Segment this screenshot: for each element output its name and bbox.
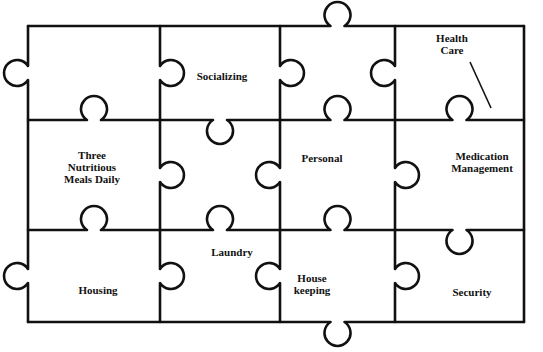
- piece-text: Security: [450, 285, 493, 299]
- piece-text: Personal: [300, 151, 345, 165]
- puzzle-edge: [28, 96, 524, 144]
- piece-text: Laundry: [209, 245, 255, 259]
- pen-stroke: [470, 62, 491, 108]
- puzzle-piece-label: Three Nutritious Meals Daily: [55, 148, 129, 186]
- puzzle-piece-label: House keeping: [286, 271, 338, 297]
- piece-text: Socializing: [195, 69, 250, 83]
- piece-text: Health Care: [425, 31, 479, 57]
- puzzle-edge: [28, 206, 524, 254]
- piece-text: House keeping: [286, 271, 338, 297]
- puzzle-piece-label: Housing: [76, 283, 119, 297]
- puzzle-piece-label: Personal: [300, 151, 345, 165]
- piece-text: Three Nutritious Meals Daily: [55, 148, 129, 186]
- puzzle-edge: [28, 322, 524, 346]
- puzzle-piece-label: Medication Management: [445, 149, 519, 175]
- puzzle-edge: [371, 26, 419, 322]
- piece-text: Housing: [76, 283, 119, 297]
- puzzle-piece-label: Laundry: [209, 245, 255, 259]
- puzzle-piece-label: Security: [450, 285, 493, 299]
- piece-text: Medication Management: [445, 149, 519, 175]
- puzzle-edge: [523, 26, 526, 322]
- puzzle-piece-label: Health Care: [425, 31, 479, 57]
- puzzle-edge: [28, 2, 524, 26]
- puzzle-piece-label: Socializing: [195, 69, 250, 83]
- puzzle-edge: [4, 26, 28, 322]
- puzzle-edge: [160, 26, 184, 322]
